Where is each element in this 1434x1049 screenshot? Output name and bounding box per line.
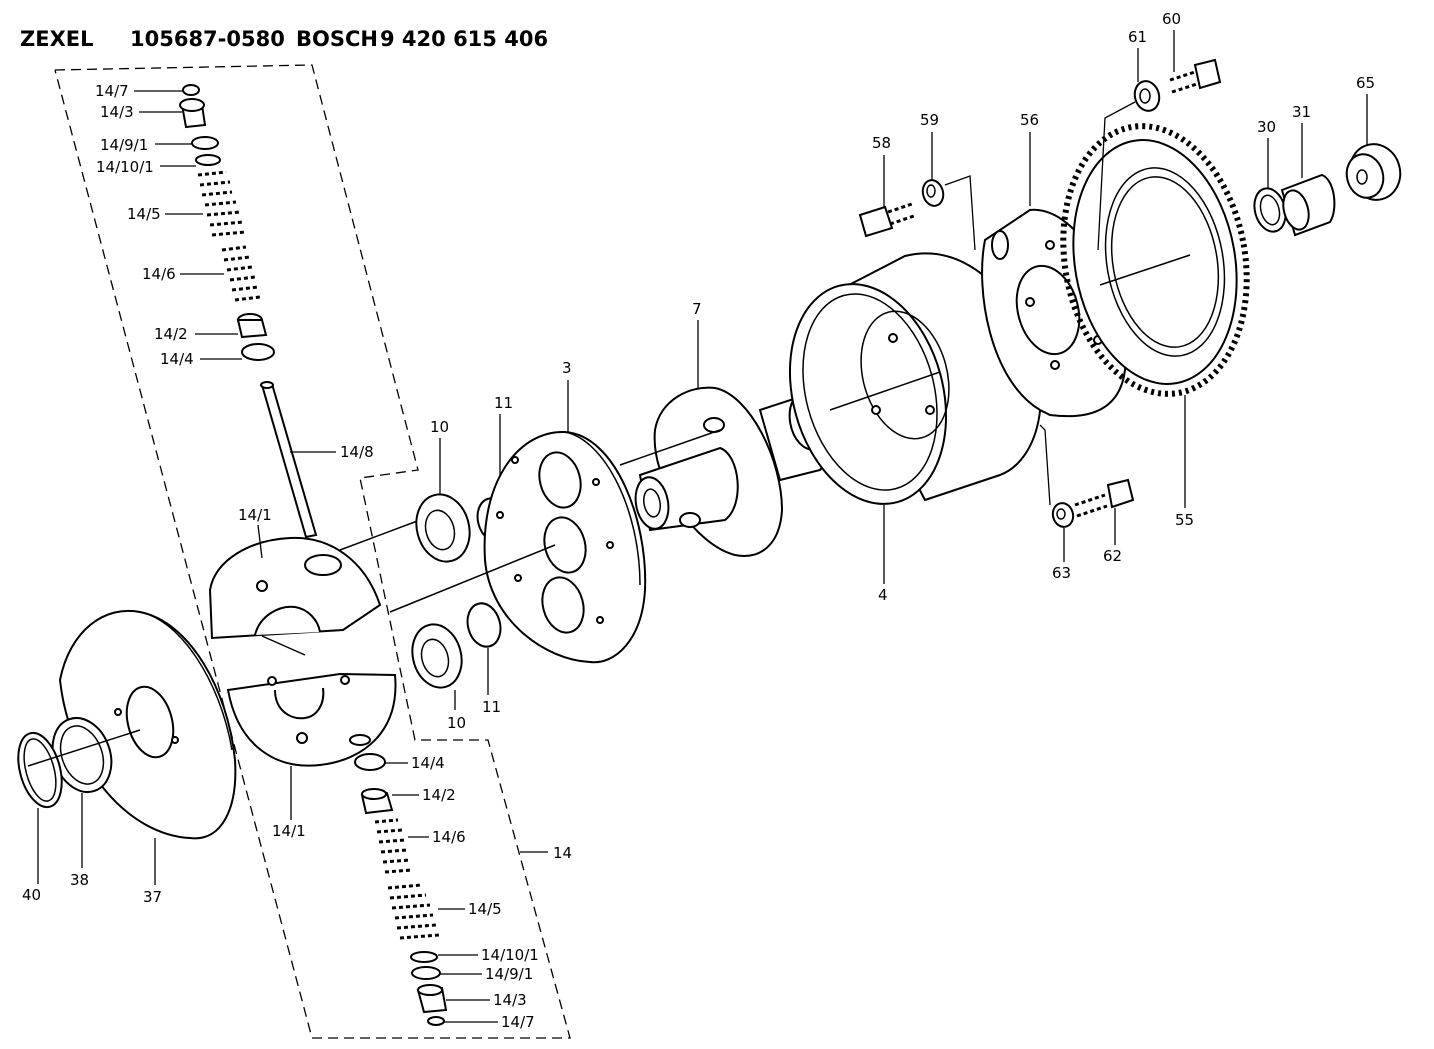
part-14-9-1-lower (411, 966, 441, 980)
group-14-boundary (54, 64, 571, 1039)
part-59-washer (921, 179, 945, 207)
part-55-gear-teeth (1060, 123, 1250, 397)
part-14-7-lower (427, 1016, 445, 1026)
label-63: 63 (1052, 564, 1071, 582)
part-14-5-upper-spring (197, 170, 247, 237)
label-14-2-upper: 14/2 (154, 325, 188, 343)
label-14-9-1-lower: 14/9/1 (485, 965, 533, 983)
label-14-6-lower: 14/6 (432, 828, 466, 846)
label-14-6-upper: 14/6 (142, 265, 176, 283)
label-31: 31 (1292, 103, 1311, 121)
part-14-10-1-upper (195, 154, 221, 166)
label-3: 3 (562, 359, 572, 377)
header-brand: BOSCH (296, 27, 378, 51)
label-65: 65 (1356, 74, 1375, 92)
label-38: 38 (70, 871, 89, 889)
label-37: 37 (143, 888, 162, 906)
label-14: 14 (553, 844, 572, 862)
upper-valve-stack (179, 84, 318, 539)
label-56: 56 (1020, 111, 1039, 129)
label-58: 58 (872, 134, 891, 152)
label-14-8: 14/8 (340, 443, 374, 461)
part-63-washer (1051, 502, 1075, 528)
part-10-lower (411, 623, 463, 689)
part-58-bolt (858, 205, 894, 238)
label-14-5-lower: 14/5 (468, 900, 502, 918)
upper-stack-labels: 14/7 14/3 14/9/1 14/10/1 14/5 14/6 14/2 … (95, 82, 374, 461)
gear-55 (1060, 123, 1250, 397)
lower-valve-stack (354, 753, 448, 1026)
part-14-6-upper-spring (221, 245, 261, 302)
label-59: 59 (920, 111, 939, 129)
parts-30-31-65 (1253, 143, 1402, 237)
label-14-7-lower: 14/7 (501, 1013, 535, 1031)
part-14-7-upper (182, 84, 200, 96)
label-14-3-lower: 14/3 (493, 991, 527, 1009)
label-14-10-1-upper: 14/10/1 (96, 158, 154, 176)
label-14-4-lower: 14/4 (411, 754, 445, 772)
label-14-2-lower: 14/2 (422, 786, 456, 804)
part-60-bolt (1193, 58, 1222, 90)
label-14-1-upper: 14/1 (238, 506, 272, 524)
part-14-6-lower-spring (374, 818, 413, 874)
part-11-lower (466, 602, 502, 648)
flange-plate-3 (389, 430, 647, 664)
label-61: 61 (1128, 28, 1147, 46)
part-40-circlip (17, 731, 63, 809)
label-14-10-1-lower: 14/10/1 (481, 946, 539, 964)
header-zexel-number: 105687-0580 (130, 27, 285, 51)
part-14-4-upper (241, 343, 275, 361)
label-55: 55 (1175, 511, 1194, 529)
end-disc-and-rings (17, 609, 237, 840)
label-62: 62 (1103, 547, 1122, 565)
half-blocks-14-1 (208, 519, 421, 767)
part-14-9-1-upper (191, 136, 219, 150)
part-62-bolt (1106, 478, 1135, 509)
part-14-10-1-lower (410, 951, 438, 963)
label-7: 7 (692, 300, 702, 318)
part-61-washer (1133, 80, 1161, 112)
bolt-62-washer-63 (1039, 424, 1135, 528)
label-14-4-upper: 14/4 (160, 350, 194, 368)
label-30: 30 (1257, 118, 1276, 136)
label-14-1-lower: 14/1 (272, 822, 306, 840)
label-11-lower: 11 (482, 698, 501, 716)
label-14-3-upper: 14/3 (100, 103, 134, 121)
part-14-4-lower (354, 753, 386, 771)
label-11-upper: 11 (494, 394, 513, 412)
header-bosch-number: 9 420 615 406 (380, 27, 548, 51)
label-10-lower: 10 (447, 714, 466, 732)
label-14-5-upper: 14/5 (127, 205, 161, 223)
bolt-58-washer-59 (858, 175, 976, 251)
part-14-5-lower-spring (387, 883, 440, 940)
label-14-9-1-upper: 14/9/1 (100, 136, 148, 154)
label-10-upper: 10 (430, 418, 449, 436)
label-40: 40 (22, 886, 41, 904)
bolt-60-washer-61 (1097, 58, 1222, 251)
label-4: 4 (878, 586, 888, 604)
part-10-upper (415, 493, 471, 563)
label-60: 60 (1162, 10, 1181, 28)
lower-stack-labels: 14/4 14/2 14/6 14/5 14/10/1 14/9/1 14/3 … (385, 754, 572, 1031)
label-14-7-upper: 14/7 (95, 82, 129, 100)
header: ZEXEL 105687-0580 BOSCH 9 420 615 406 (20, 27, 548, 51)
part-14-1-lower-block (226, 672, 397, 767)
header-maker: ZEXEL (20, 27, 94, 51)
